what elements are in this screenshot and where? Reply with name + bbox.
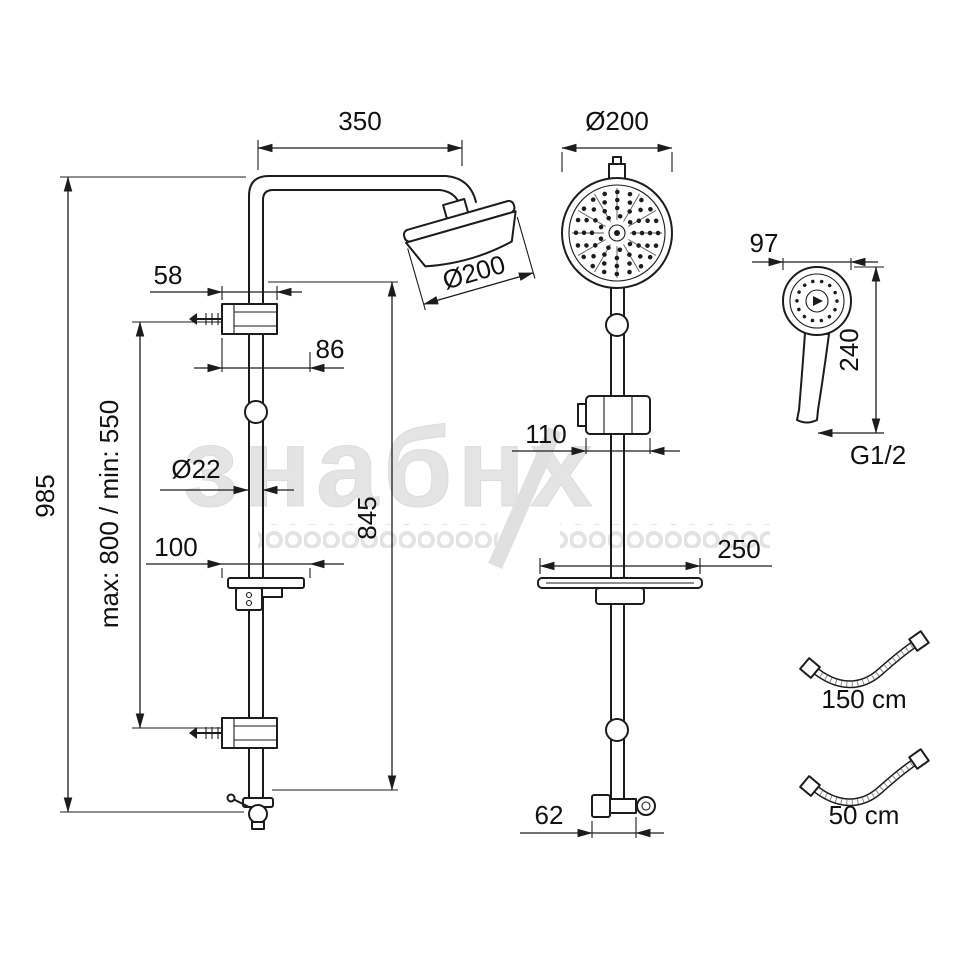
watermark-text: знабнх	[183, 405, 598, 530]
bottom-valve	[226, 793, 274, 830]
dim-adjust-range: max: 800 / min: 550	[94, 321, 222, 729]
hose-short: 50 cm	[799, 748, 930, 830]
lower-wall-bracket	[189, 717, 278, 749]
slider-knob-side	[244, 400, 268, 424]
screw-tip	[189, 727, 197, 739]
dim-350-label: 350	[338, 106, 381, 136]
side-view: Ø200 350 985 58	[30, 106, 536, 830]
dim-range-label: max: 800 / min: 550	[94, 400, 124, 628]
logo-triangle-icon	[813, 296, 823, 306]
hose-fitting	[799, 775, 821, 797]
nozzle-ring-inner	[597, 213, 637, 253]
hose-50-label: 50 cm	[829, 800, 900, 830]
dim-62-label: 62	[535, 800, 564, 830]
front-view: Ø200	[512, 106, 772, 838]
dim-hand-head-width: 97	[750, 228, 878, 270]
hose-fitting	[799, 657, 821, 679]
nozzle-ring-outer	[573, 189, 661, 277]
dim-total-height: 985	[30, 176, 246, 813]
soap-dish-side	[227, 577, 305, 611]
dim-22-label: Ø22	[171, 454, 220, 484]
watermark: знабнх	[182, 405, 770, 570]
nozzle-ring-2	[581, 197, 653, 269]
dim-845-label: 845	[352, 496, 382, 539]
dim-arm-reach: 350	[257, 106, 463, 170]
upper-wall-bracket	[189, 303, 278, 335]
hand-shower-body	[782, 266, 852, 424]
dim-250-label: 250	[717, 534, 760, 564]
dim-bracket-depth: 58	[150, 260, 302, 300]
dim-elbow-width: 62	[520, 800, 664, 838]
nozzle-ring-3	[589, 205, 645, 261]
dim-head-diameter-front: Ø200	[561, 106, 673, 172]
dim-100-label: 100	[154, 532, 197, 562]
dim-bracket-width: 86	[194, 334, 345, 373]
overhead-shower-front	[561, 156, 673, 289]
lower-knob-front	[605, 718, 629, 742]
column-pipe-front	[610, 287, 625, 799]
hose-150-label: 150 cm	[821, 684, 906, 714]
dim-soap-dish-depth: 100	[146, 532, 344, 578]
dim-column-height: 845	[268, 281, 398, 791]
upper-knob-front	[605, 313, 629, 337]
hand-shower-view: 97 240 G1/2	[750, 228, 907, 470]
dim-holder-width: 110	[512, 419, 680, 456]
screw-tip	[189, 313, 197, 325]
watermark-subtext-left	[258, 524, 498, 548]
hose-fitting	[908, 748, 930, 770]
dim-pipe-diameter: Ø22	[160, 454, 294, 495]
dim-86-label: 86	[316, 334, 345, 364]
thread-label: G1/2	[850, 440, 906, 470]
hose-long: 150 cm	[799, 630, 930, 714]
dim-200-front-label: Ø200	[585, 106, 649, 136]
dim-110-label: 110	[525, 419, 566, 449]
nozzle-spokes	[572, 188, 662, 278]
dim-985-label: 985	[30, 474, 60, 517]
watermark-slash	[488, 426, 562, 570]
hand-shower-holder	[577, 395, 651, 435]
dim-hand-length: 240	[817, 266, 884, 438]
dim-58-label: 58	[154, 260, 183, 290]
dim-240-label: 240	[834, 328, 864, 371]
overhead-shower-side: Ø200	[402, 197, 536, 311]
shelf-front	[537, 577, 703, 605]
hand-nozzle-ring	[795, 279, 839, 323]
dim-97-label: 97	[750, 228, 779, 258]
watermark-subtext-right	[560, 524, 770, 548]
wall-elbow	[591, 794, 656, 818]
dim-shelf-width: 250	[539, 534, 772, 574]
hose-fitting	[908, 630, 930, 652]
